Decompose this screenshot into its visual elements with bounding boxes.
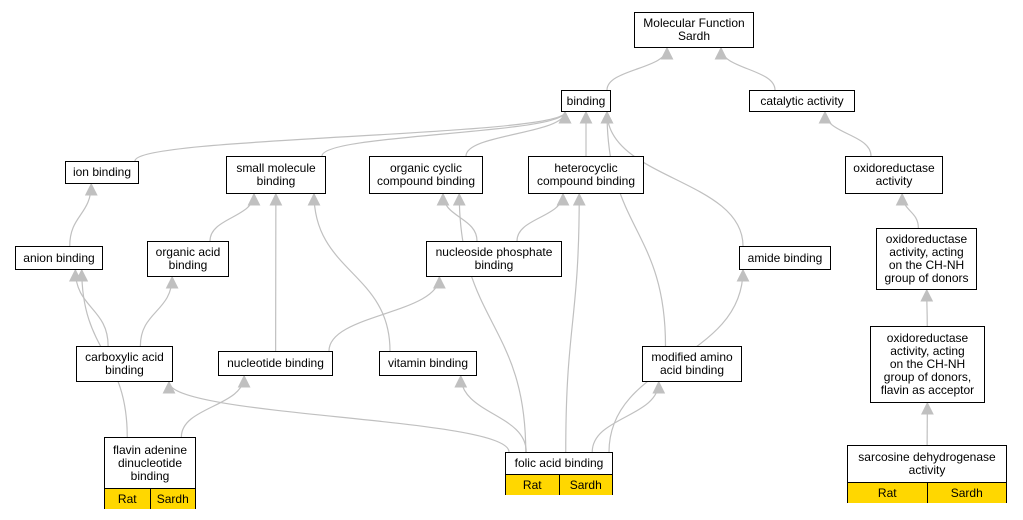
- node-label: Molecular Function Sardh: [643, 16, 745, 43]
- edge-folic-to-modamino: [591, 380, 666, 453]
- node-label: nucleoside phosphate binding: [435, 245, 553, 272]
- edge-anion-to-ion: [69, 182, 98, 247]
- node-anion-binding[interactable]: anion binding: [15, 246, 103, 270]
- edge-carbox-to-orgacid: [139, 275, 179, 347]
- gene-tag[interactable]: Sardh: [149, 489, 195, 509]
- node-oxidoreductase-activity-acting-on-the-ch-nh-group-of-donors[interactable]: oxidoreductase activity, acting on the C…: [876, 228, 977, 290]
- node-heterocyclic-compound-binding[interactable]: heterocyclic compound binding: [528, 156, 644, 194]
- node-label: oxidoreductase activity: [853, 161, 935, 188]
- edge-cat-to-mf: [714, 46, 776, 91]
- node-vitamin-binding[interactable]: vitamin binding: [379, 351, 477, 376]
- edge-amide-to-binding: [600, 110, 744, 247]
- node-nucleotide-binding[interactable]: nucleotide binding: [218, 351, 333, 376]
- node-label: amide binding: [747, 250, 823, 265]
- node-label: vitamin binding: [387, 356, 469, 370]
- gene-tag[interactable]: Sardh: [558, 475, 612, 495]
- node-label: modified amino acid binding: [651, 350, 733, 377]
- edge-orgacid-to-small: [209, 192, 261, 242]
- node-label: oxidoreductase activity, acting on the C…: [880, 331, 975, 397]
- species-tag[interactable]: Rat: [848, 483, 927, 503]
- edge-vitamin-to-small: [307, 192, 391, 352]
- node-molecular-function-sardh[interactable]: Molecular Function Sardh: [634, 12, 754, 48]
- node-label: flavin adenine dinucleotide binding: [112, 442, 188, 483]
- edge-folic-to-orgcyc: [452, 192, 527, 453]
- edge-folic-to-carbox: [162, 380, 510, 453]
- edge-carbox-to-anion: [68, 268, 109, 347]
- gene-tag[interactable]: Sardh: [926, 483, 1006, 503]
- node-label: nucleotide binding: [227, 356, 324, 370]
- edge-orgcyc-to-binding: [465, 110, 572, 157]
- edge-oxch-to-oxred: [895, 192, 919, 229]
- node-label: organic acid binding: [155, 245, 221, 272]
- node-label: heterocyclic compound binding: [536, 161, 636, 188]
- edge-modamino-to-binding: [600, 110, 667, 347]
- node-oxidoreductase-activity[interactable]: oxidoreductase activity: [845, 156, 943, 194]
- species-tag[interactable]: Rat: [506, 475, 559, 495]
- node-label: carboxylic acid binding: [85, 350, 164, 377]
- edge-nucphos-to-hetero: [516, 192, 570, 242]
- edge-fad-to-nucleo: [180, 374, 251, 438]
- node-label: ion binding: [72, 165, 132, 179]
- node-ion-binding[interactable]: ion binding: [65, 161, 139, 184]
- edge-folic-to-vitamin: [454, 374, 527, 453]
- node-label: small molecule binding: [236, 161, 316, 188]
- edge-oxred-to-cat: [818, 110, 872, 157]
- node-binding[interactable]: binding: [561, 90, 611, 112]
- species-tag[interactable]: Rat: [105, 489, 150, 509]
- node-label: organic cyclic compound binding: [376, 161, 476, 188]
- node-label: catalytic activity: [760, 93, 844, 108]
- node-amide-binding[interactable]: amide binding: [739, 246, 831, 270]
- node-modified-amino-acid-binding[interactable]: modified amino acid binding: [642, 346, 742, 382]
- node-label: oxidoreductase activity, acting on the C…: [884, 232, 969, 285]
- edge-folic-to-hetero: [565, 192, 586, 453]
- node-catalytic-activity[interactable]: catalytic activity: [749, 90, 855, 112]
- edge-binding-to-mf: [606, 46, 674, 91]
- node-carboxylic-acid-binding[interactable]: carboxylic acid binding: [76, 346, 173, 382]
- edge-nucleo-to-nucphos: [328, 275, 446, 352]
- node-organic-acid-binding[interactable]: organic acid binding: [147, 241, 229, 277]
- node-label: sarcosine dehydrogenase activity: [858, 450, 996, 477]
- node-nucleoside-phosphate-binding[interactable]: nucleoside phosphate binding: [426, 241, 562, 277]
- edge-ion-to-binding: [134, 110, 572, 162]
- node-label: binding: [566, 93, 606, 108]
- edge-small-to-binding: [321, 110, 572, 157]
- node-organic-cyclic-compound-binding[interactable]: organic cyclic compound binding: [369, 156, 483, 194]
- node-label: anion binding: [23, 250, 95, 265]
- edge-oxflav-to-oxch: [920, 288, 934, 327]
- node-oxidoreductase-activity-acting-on-the-ch-nh-group-of-donors-flavin-as-acceptor[interactable]: oxidoreductase activity, acting on the C…: [870, 326, 985, 403]
- node-small-molecule-binding[interactable]: small molecule binding: [226, 156, 326, 194]
- node-label: folic acid binding: [514, 456, 604, 470]
